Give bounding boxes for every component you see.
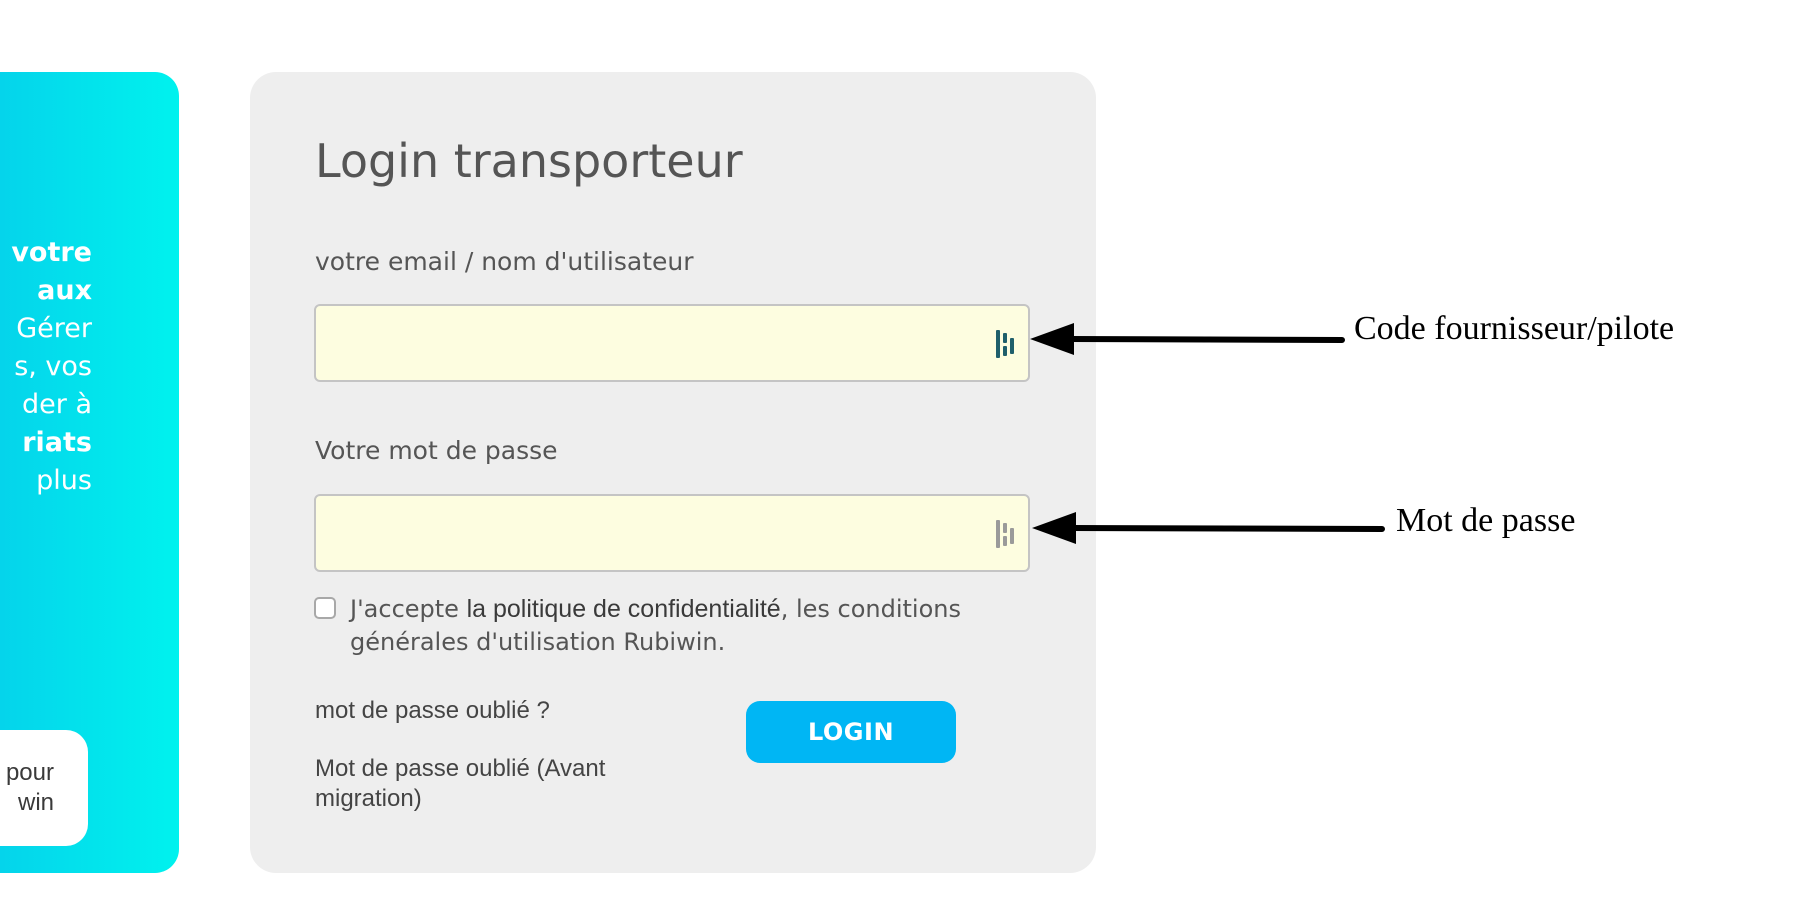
annotation-label-email: Code fournisseur/pilote bbox=[1354, 310, 1675, 347]
promo-card[interactable]: pour win bbox=[0, 730, 88, 846]
annotation-arrow-password bbox=[1069, 525, 1385, 532]
promo-line: Gérer bbox=[16, 313, 92, 344]
password-field-wrapper bbox=[314, 494, 1030, 572]
password-manager-icon[interactable] bbox=[994, 518, 1020, 550]
promo-line: riats bbox=[22, 427, 92, 458]
consent-checkbox[interactable] bbox=[314, 597, 336, 619]
login-card: Login transporteur votre email / nom d'u… bbox=[250, 72, 1096, 873]
annotation-arrow-email bbox=[1067, 336, 1345, 343]
password-field[interactable] bbox=[316, 496, 1028, 570]
forgot-password-link[interactable]: mot de passe oublié ? bbox=[315, 697, 550, 724]
email-label: votre email / nom d'utilisateur bbox=[315, 247, 694, 276]
consent-text: J'accepte la politique de confidentialit… bbox=[350, 595, 961, 656]
password-manager-icon[interactable] bbox=[994, 328, 1020, 360]
email-field[interactable] bbox=[316, 306, 1028, 380]
promo-panel: votre aux Gérer s, vos der à riats plus bbox=[0, 72, 179, 873]
forgot-password-pre-migration-link[interactable]: Mot de passe oublié (Avant migration) bbox=[315, 755, 606, 812]
promo-line: der à bbox=[22, 389, 92, 420]
promo-line: s, vos bbox=[14, 351, 92, 382]
annotation-label-password: Mot de passe bbox=[1396, 502, 1576, 539]
password-label: Votre mot de passe bbox=[315, 436, 558, 465]
promo-text: votre aux Gérer s, vos der à riats plus bbox=[0, 234, 92, 500]
promo-line: votre bbox=[11, 237, 92, 268]
promo-card-text: pour win bbox=[5, 759, 54, 816]
page-title: Login transporteur bbox=[315, 134, 743, 188]
email-field-wrapper bbox=[314, 304, 1030, 382]
login-button[interactable]: LOGIN bbox=[746, 701, 956, 763]
privacy-policy-link[interactable]: la politique de confidentialité bbox=[466, 595, 781, 623]
promo-line: plus bbox=[36, 465, 92, 496]
promo-line: aux bbox=[37, 275, 92, 306]
